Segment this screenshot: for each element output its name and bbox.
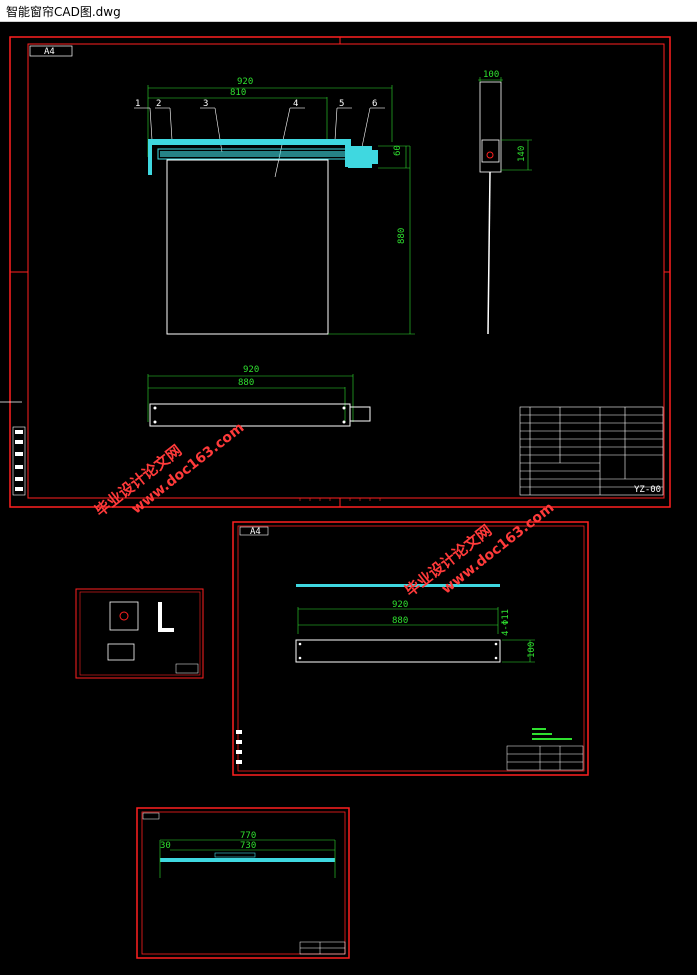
shaft-width-730: 730 — [240, 841, 256, 851]
rod-height-100: 100 — [527, 642, 537, 658]
main-sheet: A4 920 810 — [0, 36, 671, 508]
rod-width-880: 880 — [392, 616, 408, 626]
top-width-920: 920 — [243, 365, 259, 375]
part-label-3: 3 — [203, 99, 208, 109]
rod-title-block — [506, 745, 584, 771]
window-title-bar: 智能窗帘CAD图.dwg — [0, 0, 697, 22]
detail-sheet-shaft: 770 730 30 — [136, 807, 350, 959]
cad-drawing-canvas[interactable]: A4 920 810 — [0, 22, 697, 975]
top-view: 920 880 — [147, 365, 371, 427]
main-drawing-number: YZ-00 — [634, 485, 661, 495]
shaft-width-770: 770 — [240, 831, 256, 841]
shaft-end-30: 30 — [160, 841, 171, 851]
top-width-880: 880 — [238, 378, 254, 388]
front-width-920: 920 — [237, 77, 253, 87]
rod-hole-note: 4-Φ11 — [501, 609, 511, 636]
window-title: 智能窗帘CAD图.dwg — [6, 5, 121, 19]
left-zone-strip — [12, 426, 26, 496]
part-label-1: 1 — [135, 99, 140, 109]
watermark-2: 毕业设计论文网 www.doc163.com — [401, 500, 557, 600]
detail-sheet-bracket — [75, 588, 204, 679]
main-title-block — [519, 406, 664, 496]
side-view: 100 140 — [478, 70, 532, 335]
rod-width-920: 920 — [392, 600, 408, 610]
rod-sheet-label: A4 — [250, 527, 261, 537]
shaft-title-block — [299, 941, 346, 955]
side-width-100: 100 — [483, 70, 499, 80]
part-label-4: 4 — [293, 99, 298, 109]
side-height-140: 140 — [517, 146, 527, 162]
front-height-880: 880 — [397, 228, 407, 244]
detail-sheet-rod: A4 920 880 4-Φ11 100 — [232, 521, 589, 776]
front-end-height-60: 60 — [393, 145, 403, 156]
part-label-5: 5 — [339, 99, 344, 109]
part-label-6: 6 — [372, 99, 377, 109]
rod-left-zone-strip — [236, 730, 242, 764]
main-sheet-inner-frame — [27, 43, 665, 499]
front-view: 920 810 1 2 3 4 5 6 — [134, 77, 415, 335]
main-sheet-label: A4 — [44, 47, 55, 57]
part-label-2: 2 — [156, 99, 161, 109]
watermark-1: 毕业设计论文网 www.doc163.com — [91, 420, 247, 520]
front-width-810: 810 — [230, 88, 246, 98]
